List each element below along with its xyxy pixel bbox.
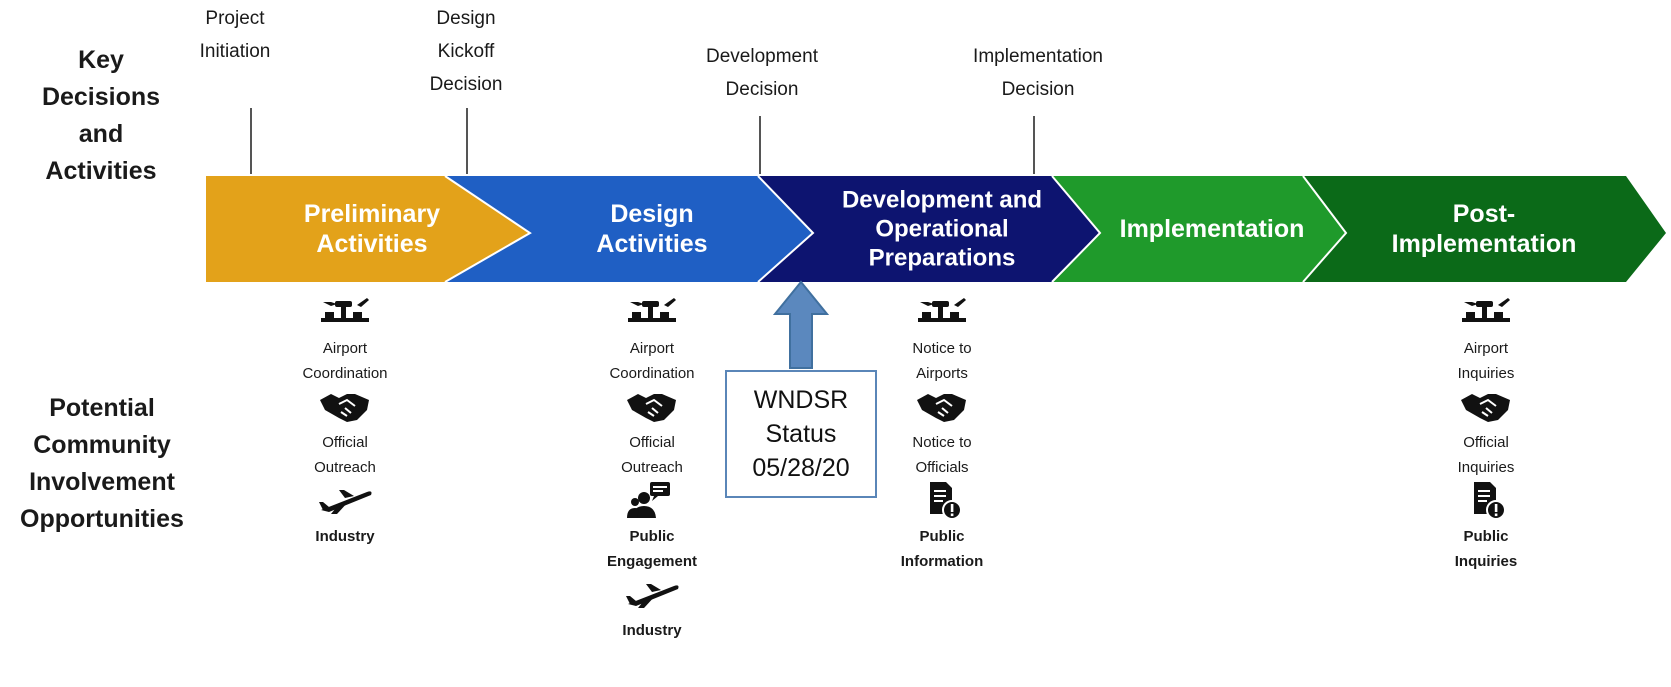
opportunity-label: Official Inquiries (1457, 434, 1515, 476)
public-engagement-icon (624, 480, 680, 524)
document-alert-icon (1458, 480, 1514, 524)
opportunity-item: Airport Coordination (567, 292, 737, 386)
opportunity-item: Notice to Airports (857, 292, 1027, 386)
phase-chevron-design (445, 176, 813, 282)
handshake-icon (914, 386, 970, 430)
handshake-icon (317, 386, 373, 430)
community-row-label: Potential Community Involvement Opportun… (20, 394, 184, 533)
milestone-project-initiation: Project Initiation (199, 8, 271, 62)
status-arrow (772, 280, 830, 369)
phase-label-design: Design Activities (596, 200, 708, 258)
opportunity-label: Industry (622, 622, 682, 639)
phase-label-preliminary: Preliminary Activities (303, 200, 441, 258)
opportunity-item: Airport Inquiries (1401, 292, 1571, 386)
opportunity-item: Airport Coordination (260, 292, 430, 386)
opportunity-item: Notice to Officials (857, 386, 1027, 480)
handshake-icon (1458, 386, 1514, 430)
status-box: WNDSR Status 05/28/20 (725, 370, 877, 498)
opportunity-label: Official Outreach (314, 434, 376, 476)
status-text: WNDSR Status 05/28/20 (752, 386, 850, 482)
opportunity-label: Industry (315, 528, 375, 545)
milestone-tick-project-initiation (250, 108, 252, 174)
phase-band (206, 175, 1666, 283)
airplane-icon (624, 574, 680, 618)
opportunity-item: Industry (260, 480, 430, 549)
airport-icon (914, 292, 970, 336)
decisions-row-label: Key Decisions and Activities (41, 46, 161, 185)
phase-label-post: Post- Implementation (1391, 200, 1577, 258)
opportunity-item: Official Outreach (260, 386, 430, 480)
document-alert-icon (914, 480, 970, 524)
opportunity-label: Public Engagement (606, 528, 697, 570)
airport-icon (624, 292, 680, 336)
opportunity-label: Airport Coordination (302, 340, 388, 382)
milestone-tick-implementation (1033, 116, 1035, 174)
handshake-icon (624, 386, 680, 430)
opportunity-item: Industry (567, 574, 737, 643)
airport-icon (1458, 292, 1514, 336)
phase-label-development: Development and Operational Preparations (841, 186, 1043, 272)
opportunity-label: Official Outreach (621, 434, 683, 476)
opportunity-label: Notice to Airports (912, 340, 972, 382)
opportunity-label: Airport Inquiries (1457, 340, 1515, 382)
phase-chevron-development (758, 176, 1100, 282)
opportunity-item: Public Inquiries (1401, 480, 1571, 574)
opportunity-item: Public Information (857, 480, 1027, 574)
airplane-icon (317, 480, 373, 524)
opportunity-label: Notice to Officials (912, 434, 972, 476)
opportunity-label: Public Information (900, 528, 984, 570)
phase-chevron-post (1303, 176, 1666, 282)
opportunity-item: Official Inquiries (1401, 386, 1571, 480)
milestone-tick-design-kickoff (466, 108, 468, 174)
airport-icon (317, 292, 373, 336)
milestone-implementation: Implementation Decision (973, 46, 1103, 100)
phase-chevron-preliminary (206, 176, 530, 282)
phase-chevron-implementation (1052, 176, 1346, 282)
milestone-development: Development Decision (706, 46, 818, 100)
milestone-tick-development (759, 116, 761, 174)
opportunity-item: Official Outreach (567, 386, 737, 480)
opportunity-item: Public Engagement (567, 480, 737, 574)
opportunity-label: Public Inquiries (1454, 528, 1518, 570)
phase-label-implementation: Implementation (1119, 215, 1305, 243)
milestone-design-kickoff: Design Kickoff Decision (429, 8, 503, 95)
opportunity-label: Airport Coordination (609, 340, 695, 382)
